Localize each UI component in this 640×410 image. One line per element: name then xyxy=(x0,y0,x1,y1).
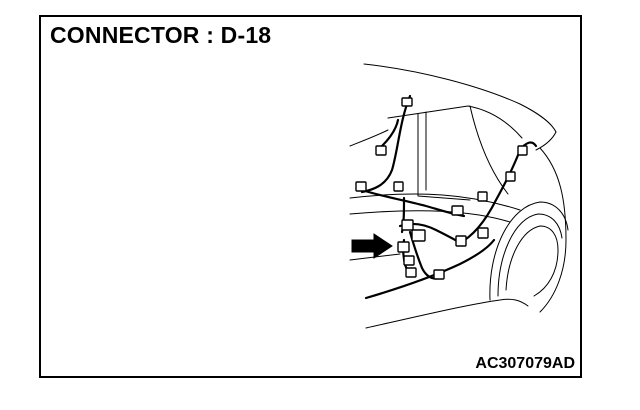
door-window-frame xyxy=(417,113,471,201)
connector-right-2 xyxy=(505,171,516,182)
belt-line xyxy=(349,193,521,211)
harness-main-upper xyxy=(360,94,412,194)
figure-code: AC307079AD xyxy=(475,355,575,372)
connector-lower-3 xyxy=(433,269,445,280)
harness-upper-branch xyxy=(380,118,400,148)
harness-right-riser xyxy=(456,148,522,246)
connector-center-1 xyxy=(401,219,414,231)
lower-sill xyxy=(365,298,529,329)
connector-left-1 xyxy=(355,181,367,192)
connector-center-3 xyxy=(455,235,467,247)
connector-target-d18 xyxy=(397,241,410,253)
connector-upper-1 xyxy=(401,97,413,107)
connector-mid-1 xyxy=(393,181,404,192)
pointer-arrow-icon xyxy=(351,233,393,259)
tire-arc xyxy=(505,225,559,297)
rear-pillar-line xyxy=(535,131,557,151)
harness-lower-run xyxy=(364,238,496,300)
connector-mid-2 xyxy=(451,205,464,216)
wheel-arch-inner xyxy=(497,213,563,297)
roof-line xyxy=(363,63,557,133)
connector-center-2 xyxy=(411,229,426,242)
connector-lower-1 xyxy=(403,255,415,266)
wheel-arch-outer xyxy=(489,201,569,301)
rear-body-side xyxy=(539,147,567,313)
quarter-window xyxy=(469,105,509,195)
window-top-edge xyxy=(387,105,523,139)
connectors xyxy=(355,97,528,280)
diagram-frame xyxy=(39,15,582,378)
connector-upper-2 xyxy=(375,145,387,156)
connector-lower-2 xyxy=(405,267,417,278)
connector-right-top xyxy=(517,145,528,156)
connector-far-right xyxy=(477,227,489,239)
connector-title: CONNECTOR : D-18 xyxy=(50,22,272,48)
door-rear-edge xyxy=(349,129,389,147)
pointer-arrow-shape xyxy=(351,233,393,259)
connector-right-1 xyxy=(477,191,488,202)
